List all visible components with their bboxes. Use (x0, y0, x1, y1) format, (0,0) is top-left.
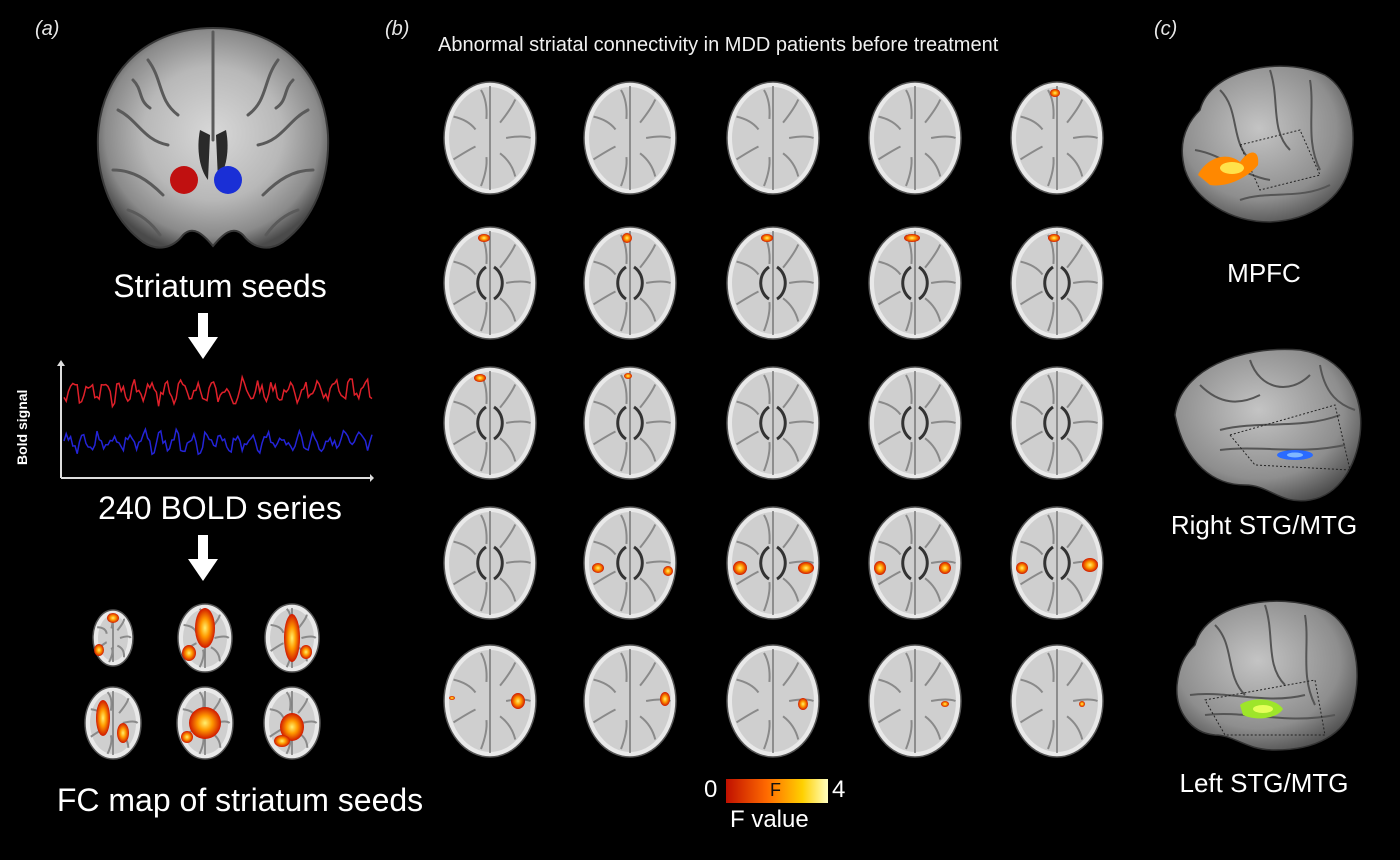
axial-slice-r4-c3 (726, 506, 820, 620)
axial-slice-r2-c1 (443, 226, 537, 340)
red-bold-series (63, 374, 373, 409)
axial-slice-r3-c5 (1010, 366, 1104, 480)
down-arrow-icon (188, 313, 218, 359)
blue-bold-series (63, 426, 373, 456)
axial-slice-r5-c3 (726, 644, 820, 758)
brain-render-mpfc (1181, 65, 1354, 223)
axial-slice-r5-c2 (583, 644, 677, 758)
axial-slice-r1-c5 (1010, 81, 1104, 195)
bold-signal-plot (57, 360, 374, 482)
axial-slice-r2-c5 (1010, 226, 1104, 340)
panel-a-label: (a) (35, 18, 60, 40)
coronal-brain-image (96, 26, 330, 249)
axial-slice-r2-c3 (726, 226, 820, 340)
axial-slice-r4-c2 (583, 506, 677, 620)
panel-b-title: Abnormal striatal connectivity in MDD pa… (438, 34, 999, 56)
axial-slice-r1-c3 (726, 81, 820, 195)
f-value-colorbar (726, 779, 828, 803)
axial-slice-r3-c3 (726, 366, 820, 480)
fc-thumbnail-r2-c2 (176, 686, 234, 760)
axial-slice-r2-c2 (583, 226, 677, 340)
left-seed-marker (170, 166, 198, 194)
panel-b-label: (b) (385, 18, 410, 40)
brain-render-right-stg-mtg (1174, 348, 1362, 502)
bold-series-caption: 240 BOLD series (98, 490, 342, 526)
bold-signal-axis-label: Bold signal (14, 389, 30, 465)
striatum-seeds-caption: Striatum seeds (113, 268, 327, 304)
axial-slice-r3-c4 (868, 366, 962, 480)
fc-thumbnail-r1-c2 (177, 603, 233, 673)
axial-slice-r3-c2 (583, 366, 677, 480)
fc-thumbnail-r2-c3 (263, 686, 321, 760)
down-arrow-icon (188, 535, 218, 581)
colorbar-max-label: 4 (832, 776, 846, 803)
axial-slice-r1-c4 (868, 81, 962, 195)
axial-slice-r4-c4 (868, 506, 962, 620)
axial-slice-r4-c1 (443, 506, 537, 620)
fc-thumbnail-r2-c1 (84, 686, 142, 760)
axial-slice-r5-c5 (1010, 644, 1104, 758)
brain-render-left-stg-mtg (1176, 600, 1358, 751)
axial-slice-r3-c1 (443, 366, 537, 480)
axial-slice-r5-c4 (868, 644, 962, 758)
axial-slice-r2-c4 (868, 226, 962, 340)
fc-thumbnail-r1-c3 (264, 603, 320, 673)
colorbar-mid-label: F (770, 780, 781, 800)
right-seed-marker (214, 166, 242, 194)
region-label-mpfc: MPFC (1227, 258, 1301, 288)
colorbar-caption: F value (730, 806, 809, 833)
fc-map-thumbnails (84, 603, 321, 760)
colorbar-min-label: 0 (704, 776, 718, 803)
region-label-right-stg-mtg: Right STG/MTG (1170, 510, 1358, 540)
region-label-left-stg-mtg: Left STG/MTG (1179, 768, 1349, 798)
fc-map-caption: FC map of striatum seeds (56, 782, 424, 818)
axial-slice-grid (443, 81, 1104, 758)
axial-slice-r1-c1 (443, 81, 537, 195)
fc-thumbnail-r1-c1 (92, 609, 134, 667)
axial-slice-r4-c5 (1010, 506, 1104, 620)
panel-c-label: (c) (1154, 18, 1178, 40)
axial-slice-r5-c1 (443, 644, 537, 758)
axial-slice-r1-c2 (583, 81, 677, 195)
